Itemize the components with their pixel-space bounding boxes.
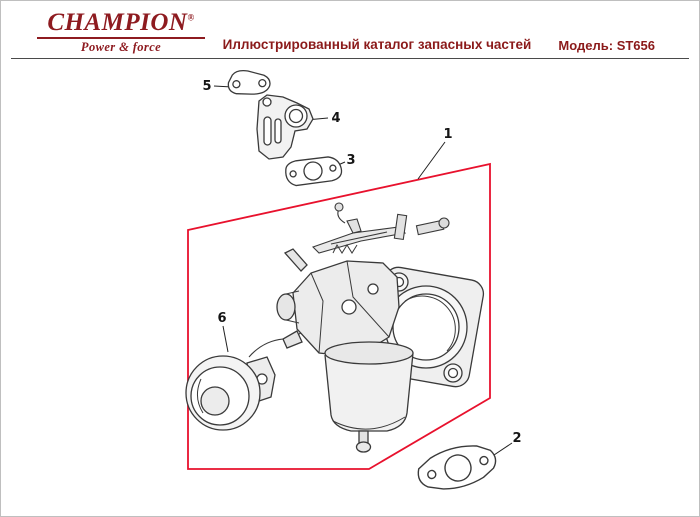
part-2-gasket — [417, 445, 497, 490]
carb-float-bowl — [324, 341, 414, 453]
callout-4: 4 — [331, 111, 340, 126]
callout-6: 6 — [217, 311, 226, 326]
part-2-hole-left — [427, 469, 437, 480]
part-4-slot-left — [263, 116, 272, 146]
carb-throttle-shaft — [393, 213, 408, 241]
carb-body-edge-2 — [346, 260, 390, 338]
leader-line-6 — [222, 325, 229, 353]
carb-spring — [332, 243, 358, 254]
carb-choke-knob — [438, 217, 450, 229]
part-3-gasket — [285, 156, 343, 187]
callout-5: 5 — [202, 79, 211, 94]
carb-body-edge-1 — [310, 272, 324, 354]
part-4-bracket — [256, 94, 314, 160]
part-1-carburetor — [276, 202, 485, 453]
part-5-gasket — [227, 69, 271, 95]
part-6-primer — [185, 330, 304, 431]
part-5-hole-right — [258, 78, 267, 88]
callout-1: 1 — [443, 127, 452, 142]
brand-name: CHAMPION — [47, 9, 188, 36]
part-4-hole-top — [262, 97, 272, 107]
callout-numbers: 1 2 3 4 5 6 — [202, 79, 521, 446]
registered-mark-icon: ® — [187, 12, 195, 23]
part-6-bulb — [200, 386, 230, 416]
page-title: Иллюстрированный каталог запасных частей — [222, 37, 532, 52]
brand-tagline: Power & force — [80, 40, 162, 54]
carb-lever-edge — [330, 231, 388, 245]
carb-body-boss — [341, 299, 357, 315]
carb-bowl-bottom-edge — [332, 416, 406, 430]
part-2-hole-right — [479, 455, 489, 466]
part-1-highlight-outline — [187, 162, 491, 470]
header-divider — [11, 58, 689, 59]
model-label: Модель: ST656 — [558, 38, 655, 53]
carb-lever-tab — [346, 218, 362, 234]
champion-logo: CHAMPION® Power & force — [37, 10, 205, 55]
carb-stub-edges — [285, 290, 300, 324]
carb-body-screw — [367, 283, 379, 295]
leader-line-1 — [417, 141, 446, 180]
carb-flange-hole-bottom — [447, 367, 459, 379]
callout-3: 3 — [346, 153, 355, 168]
carb-drain-stem — [358, 430, 369, 444]
carb-top-linkage — [311, 202, 450, 254]
part-3-center-hole — [303, 161, 323, 181]
part-4-slot-right — [274, 118, 282, 144]
carb-fuel-nipple — [282, 330, 303, 349]
carb-drain-bolt — [355, 441, 372, 453]
carb-screw-head — [334, 202, 344, 212]
part-2-center-hole — [444, 454, 472, 482]
carb-inlet-stub — [276, 293, 296, 321]
carb-bowl-top — [324, 341, 414, 365]
callout-2: 2 — [512, 431, 521, 446]
part-4-ring-inner — [288, 108, 304, 124]
part-3-hole-left — [289, 170, 297, 178]
part-5-hole-left — [232, 80, 241, 89]
carb-choke-lever — [283, 248, 308, 272]
brand-row: CHAMPION® — [37, 10, 205, 39]
header: CHAMPION® Power & force Иллюстрированный… — [1, 1, 699, 59]
carb-body — [276, 248, 400, 358]
part-3-hole-right — [329, 164, 337, 172]
carb-bowl-side — [324, 352, 414, 432]
carb-bore-detail — [404, 295, 456, 352]
part-6-cap-edge — [197, 378, 204, 414]
part-5-outline — [227, 69, 271, 95]
